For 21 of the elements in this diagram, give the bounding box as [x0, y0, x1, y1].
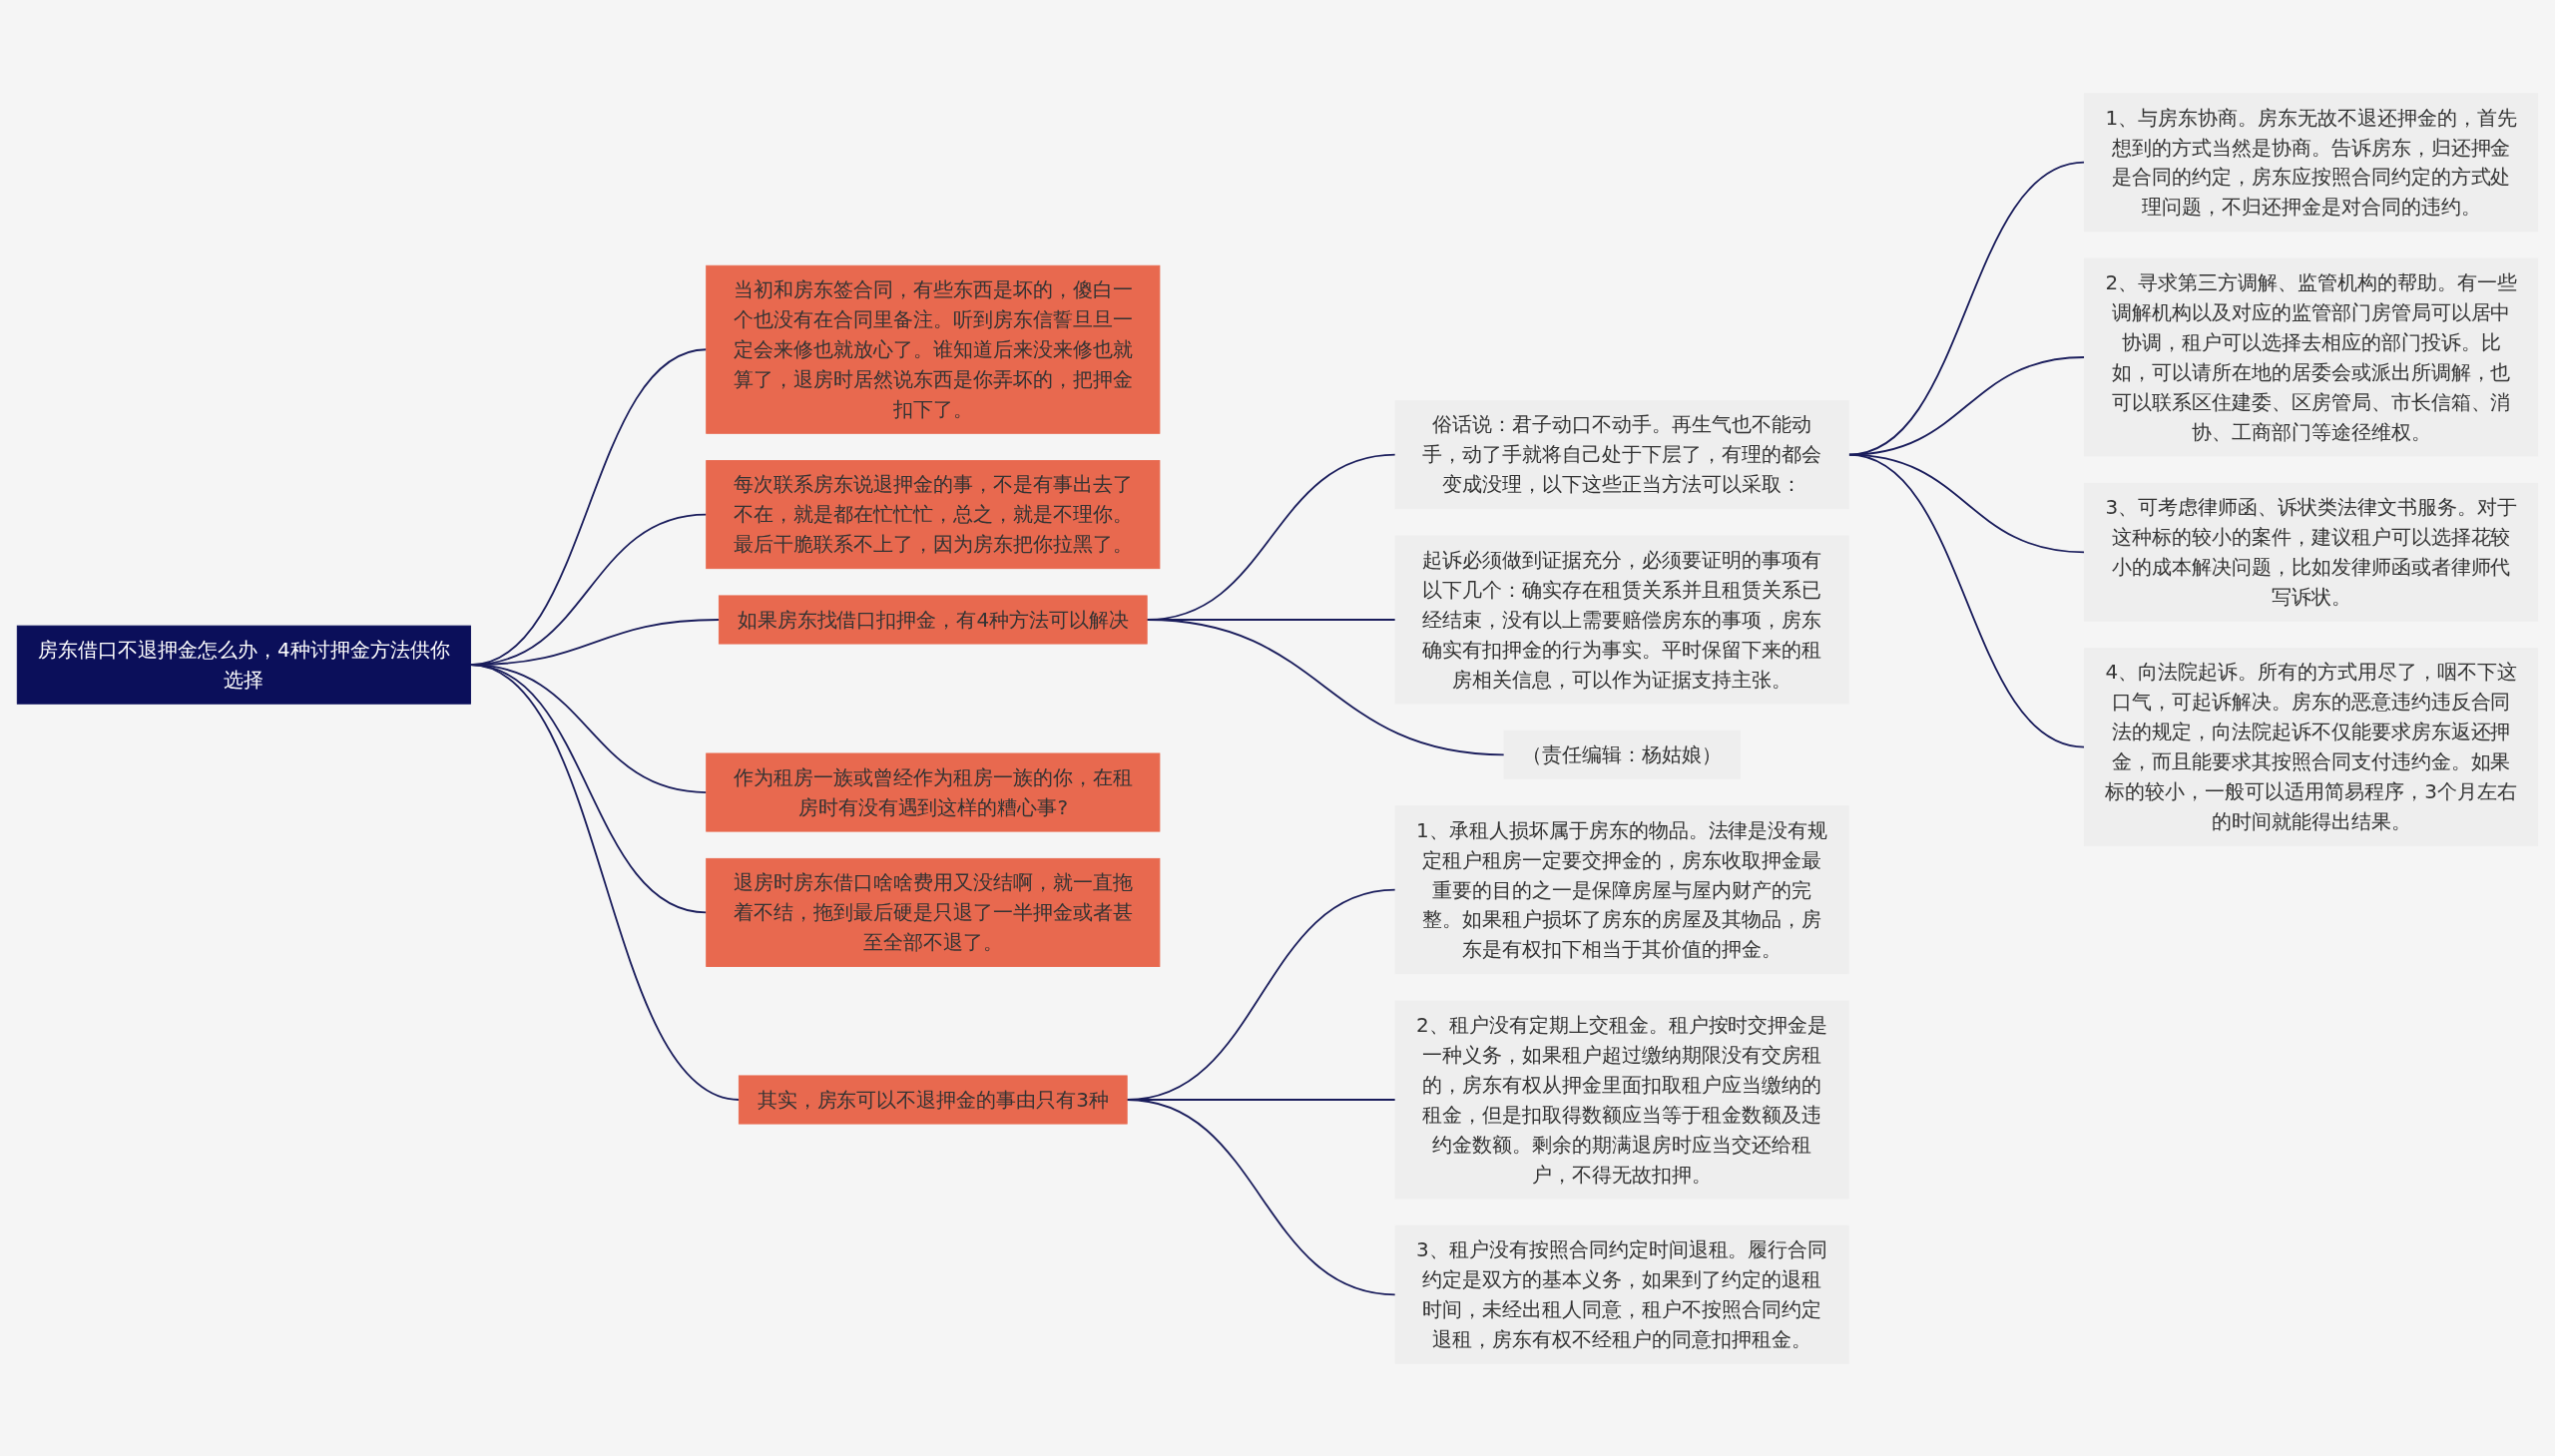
node-box: （责任编辑：杨姑娘）: [1503, 729, 1741, 779]
connector: [1847, 453, 2086, 748]
node-box: 2、寻求第三方调解、监管机构的帮助。有一些调解机构以及对应的监管部门房管局可以居中协调，租户可以选择去相应的部门投诉。比如，可以请所在地的居委会或派出所调解，也可以联系区住建委、区房管局、市长信箱、消协、工商部门等途径维权。: [2084, 257, 2539, 456]
node-box: 其实，房东可以不退押金的事由只有3种: [738, 1074, 1128, 1125]
node-box: 俗话说：君子动口不动手。再生气也不能动手，动了手就将自己处于下层了，有理的都会变成没理，以下这些正当方法可以采取：: [1394, 399, 1849, 509]
node-box: 2、租户没有定期上交租金。租户按时交押金是一种义务，如果租户超过缴纳期限没有交房租的，房东有权从押金里面扣取租户应当缴纳的租金，但是扣取得数额应当等于租金数额及违约金数额。剩余的期满退房时应当交还给租户，不得无故扣押。: [1394, 1000, 1849, 1199]
node-box: 3、租户没有按照合同约定时间退租。履行合同约定是双方的基本义务，如果到了约定的退租时间，未经出租人同意，租户不按照合同约定退租，房东有权不经租户的同意扣押租金。: [1394, 1224, 1849, 1364]
node-box: 房东借口不退押金怎么办，4种讨押金方法供你选择: [16, 625, 471, 705]
node-box: 当初和房东签合同，有些东西是坏的，傻白一个也没有在合同里备注。听到房东信誓旦旦一定会来修也就放心了。谁知道后来没来修也就算了，退房时居然说东西是你弄坏的，把押金扣下了。: [706, 264, 1161, 434]
node-box: 每次联系房东说退押金的事，不是有事出去了不在，就是都在忙忙忙，总之，就是不理你。最后干脆联系不上了，因为房东把你拉黑了。: [706, 459, 1161, 569]
node-box: 3、可考虑律师函、诉状类法律文书服务。对于这种标的较小的案件，建议租户可以选择花较小的成本解决问题，比如发律师函或者律师代写诉状。: [2084, 482, 2539, 622]
node-box: 1、与房东协商。房东无故不退还押金的，首先想到的方式当然是协商。告诉房东，归还押金是合同的约定，房东应按照合同约定的方式处理问题，不归还押金是对合同的违约。: [2084, 92, 2539, 232]
node-box: 起诉必须做到证据充分，必须要证明的事项有以下几个：确实存在租赁关系并且租赁关系已经结束，没有以上需要赔偿房东的事项，房东确实有扣押金的行为事实。平时保留下来的租房相关信息，可以作为证据支持主张。: [1394, 535, 1849, 704]
connector: [1146, 618, 1505, 755]
node-box: 如果房东找借口扣押金，有4种方法可以解决: [718, 594, 1148, 644]
node-box: 退房时房东借口啥啥费用又没结啊，就一直拖着不结，拖到最后硬是只退了一半押金或者甚至全部不退了。: [706, 857, 1161, 967]
node-box: 1、承租人损坏属于房东的物品。法律是没有规定租户租房一定要交押金的，房东收取押金最重要的目的之一是保障房屋与屋内财产的完整。如果租户损坏了房东的房屋及其物品，房东是有权扣下相当于其价值的押金。: [1394, 804, 1849, 974]
connector: [1126, 1098, 1396, 1295]
connector: [469, 663, 741, 1101]
node-box: 作为租房一族或曾经作为租房一族的你，在租房时有没有遇到这样的糟心事?: [706, 752, 1161, 832]
node-box: 4、向法院起诉。所有的方式用尽了，咽不下这口气，可起诉解决。房东的恶意违约违反合同法的规定，向法院起诉不仅能要求房东返还押金，而且能要求其按照合同支付违约金。如果标的较小，一般可以适用简易程序，3个月左右的时间就能得出结果。: [2084, 647, 2539, 846]
